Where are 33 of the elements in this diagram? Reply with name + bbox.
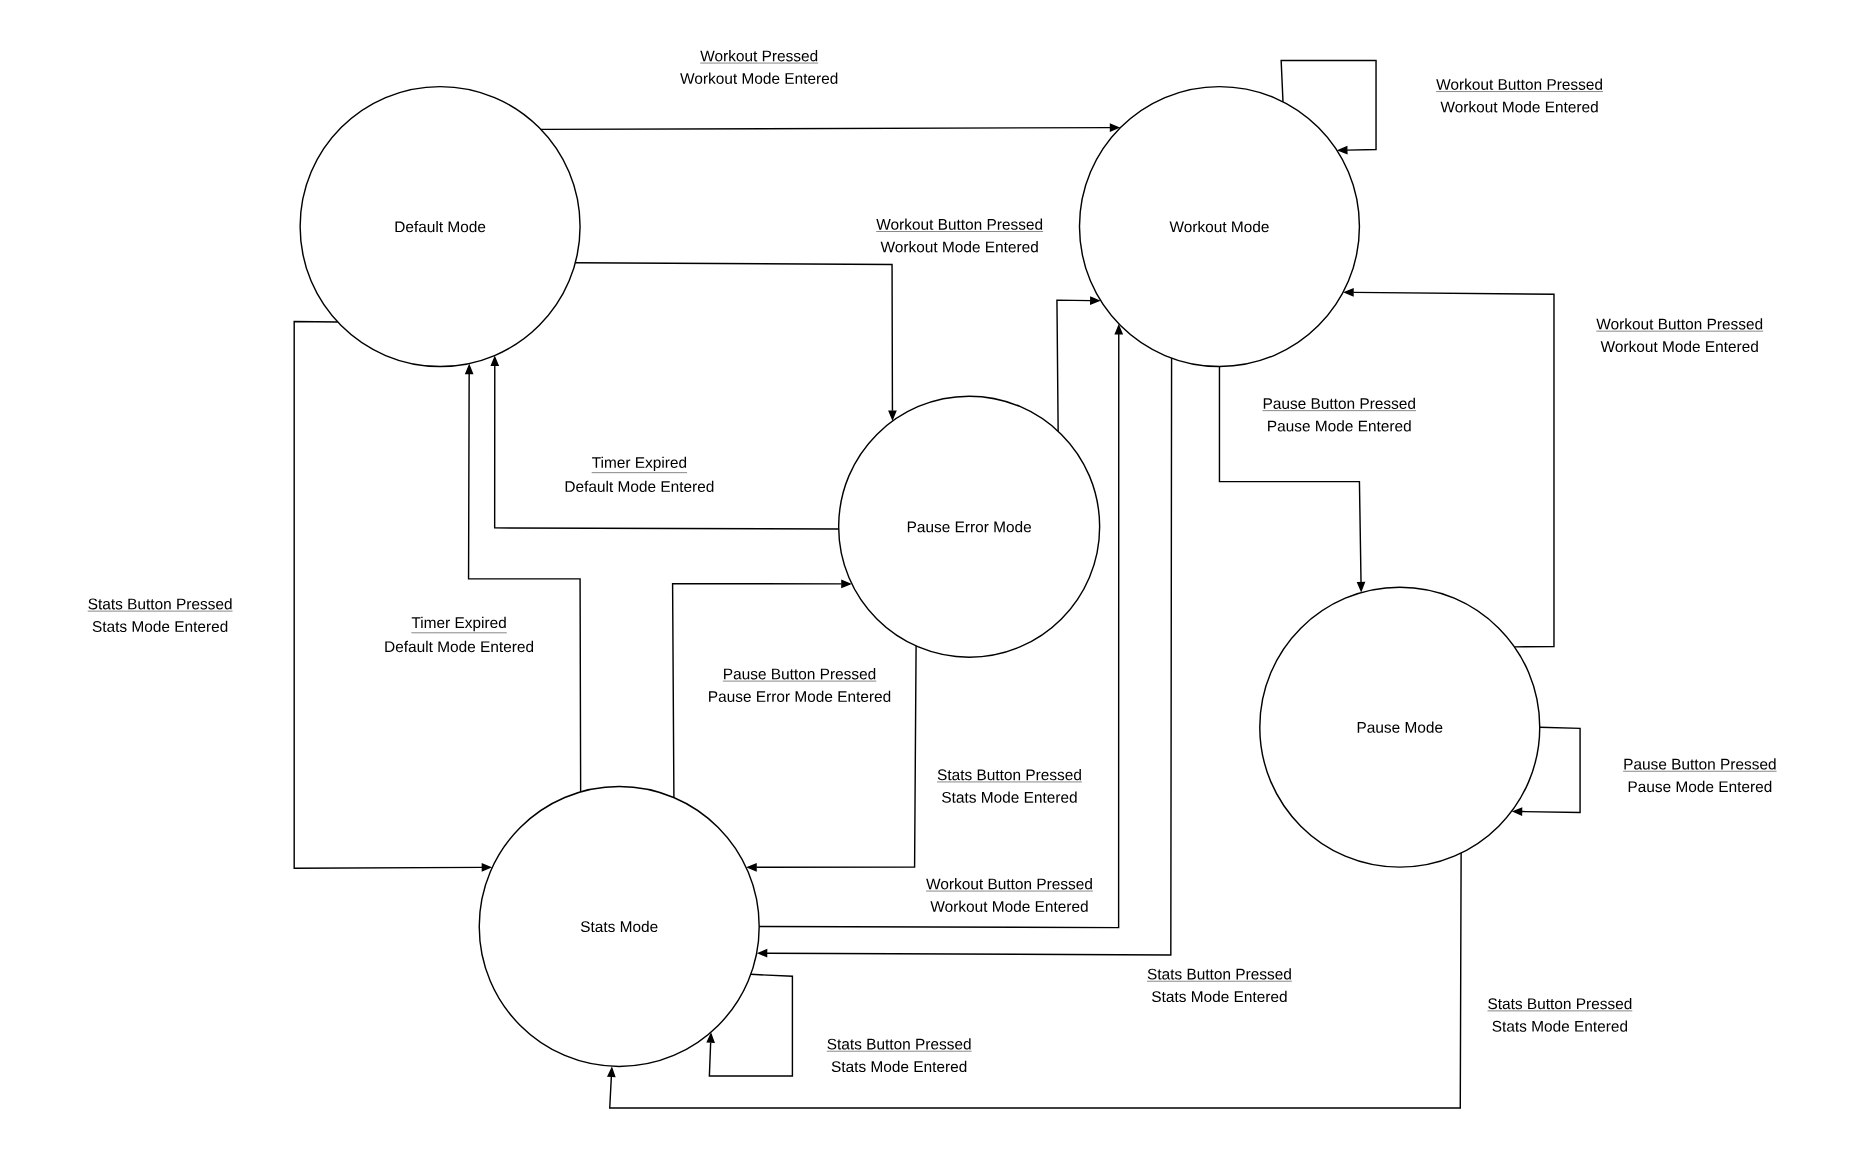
edge-label: Stats Button Pressed: [1486, 996, 1634, 1013]
edge-label: Timer Expired: [590, 455, 689, 475]
action-label: Pause Mode Entered: [1265, 418, 1413, 433]
edge-label: Stats Button Pressed: [86, 596, 234, 613]
action-label: Default Mode Entered: [382, 639, 536, 654]
edge-label: Workout Button Pressed: [1595, 316, 1765, 333]
action-label: Stats Mode Entered: [829, 1059, 969, 1074]
edge-label: Pause Button Pressed: [1621, 756, 1778, 773]
edge-label: Pause Button Pressed: [1261, 396, 1418, 413]
arrow: [1280, 59, 1377, 155]
edge-label: Workout Button Pressed: [1434, 77, 1605, 94]
action-label: Workout Mode Entered: [879, 239, 1040, 254]
action-label: Default Mode Entered: [563, 479, 716, 493]
arrow: [607, 852, 1462, 1109]
arrow: [706, 973, 794, 1077]
action-label: Workout Mode Entered: [678, 71, 840, 85]
action-label: Stats Mode Entered: [1490, 1019, 1630, 1033]
edge-label: Workout Pressed: [699, 48, 820, 65]
edge-label: Timer Expired: [410, 615, 508, 635]
action-label: Stats Mode Entered: [940, 790, 1079, 804]
action-label: Stats Mode Entered: [1150, 989, 1289, 1004]
action-label: Pause Error Mode Entered: [706, 689, 893, 703]
edge-label: Stats Button Pressed: [935, 767, 1084, 784]
edge-label: Workout Button Pressed: [924, 876, 1095, 893]
action-label: Workout Mode Entered: [1599, 339, 1761, 353]
action-label: Pause Mode Entered: [1626, 779, 1774, 794]
action-label: Workout Mode Entered: [1439, 99, 1600, 114]
edge-label: Workout Button Pressed: [875, 217, 1045, 234]
action-label: Workout Mode Entered: [929, 899, 1090, 913]
edge-label: Stats Button Pressed: [825, 1036, 973, 1053]
action-label: Stats Mode Entered: [90, 619, 230, 633]
edge-label: Stats Button Pressed: [1145, 966, 1294, 983]
edge-label: Pause Button Pressed: [721, 666, 878, 683]
